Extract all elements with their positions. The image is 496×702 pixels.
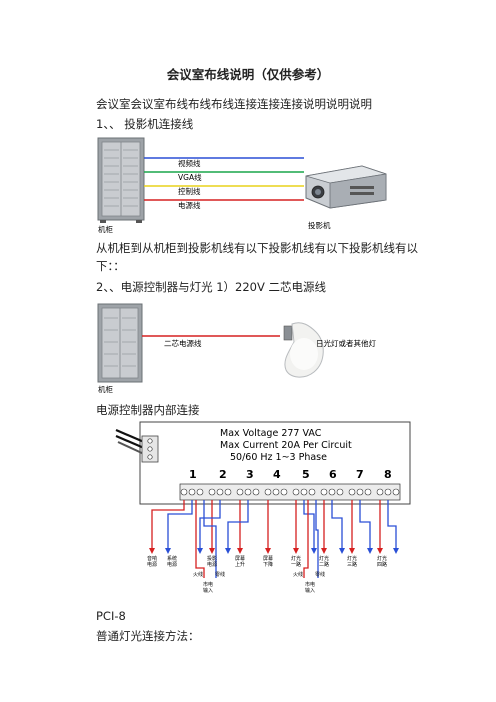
input-mains-2: 市电输入 (305, 581, 315, 594)
output-audio-power: 音响电源 (147, 555, 157, 568)
input-cable-icon (115, 428, 159, 463)
output-system-power: 系统电源 (167, 555, 177, 568)
output-light-3: 灯光三路 (347, 555, 357, 568)
channel-8: 8 (384, 468, 392, 481)
vga-line-label: VGA线 (178, 172, 202, 182)
wiring-lines (151, 500, 397, 578)
input-live-2: 火线 (293, 571, 303, 578)
output-light-1: 灯光一路 (291, 555, 301, 568)
video-line-label: 视频线 (178, 158, 201, 168)
projector-label: 投影机 (308, 220, 331, 230)
channel-4: 4 (273, 468, 281, 481)
cabinet-label: 机柜 (98, 224, 113, 234)
projector-icon (305, 165, 387, 209)
cabinet-icon (97, 303, 143, 383)
output-light-2: 灯光二路 (319, 555, 329, 568)
section-3-heading: 电源控制器内部连接 (96, 403, 200, 417)
power-controller-diagram: Max Voltage 277 VAC Max Current 20A Per … (115, 421, 411, 594)
spec-voltage: Max Voltage 277 VAC (220, 428, 322, 439)
lamp-label: 日光灯或者其他灯 (316, 338, 376, 348)
cabinet-icon (97, 137, 145, 223)
cabinet-label: 机柜 (98, 384, 113, 394)
power-line-label: 电源线 (178, 200, 201, 210)
two-core-line-label: 二芯电源线 (164, 338, 202, 348)
control-line-label: 控制线 (178, 186, 201, 196)
lighting-method-heading: 普通灯光连接方法： (96, 629, 200, 643)
input-neutral-1: 零线 (215, 571, 225, 578)
output-projector-power: 投影电源 (207, 555, 217, 568)
input-mains-1: 市电输入 (203, 581, 213, 594)
output-screen-up: 屏幕上升 (235, 555, 245, 568)
spec-frequency: 50/60 Hz 1~3 Phase (230, 452, 327, 463)
projector-wiring-figure: 视频线 VGA线 控制线 电源线 机柜 投影机 (97, 137, 387, 234)
page-title: 会议室布线说明（仅供参考） (166, 67, 330, 82)
output-arrows (149, 548, 399, 554)
spec-current: Max Current 20A Per Circuit (220, 440, 352, 451)
channel-5: 5 (302, 468, 310, 481)
channel-6: 6 (329, 468, 337, 481)
light-bulb-icon (283, 322, 324, 378)
input-live-1: 火线 (193, 571, 203, 578)
output-screen-down: 屏幕下降 (263, 555, 273, 568)
terminal-blocks (179, 483, 401, 501)
channel-1: 1 (189, 468, 197, 481)
channel-3: 3 (246, 468, 254, 481)
model-name: PCI-8 (96, 609, 126, 623)
section-1-heading: 1、、 投影机连接线 (96, 117, 194, 131)
section-2-heading: 2、、电源控制器与灯光 1）220V 二芯电源线 (96, 280, 327, 294)
paragraph-1b: 下：： (96, 259, 125, 273)
paragraph-1a: 从机柜到从机柜到投影机线有以下投影机线有以下投影机线有以 (96, 241, 418, 255)
channel-2: 2 (219, 468, 227, 481)
output-light-4: 灯光四路 (377, 555, 387, 568)
lamp-wiring-figure: 二芯电源线 日光灯或者其他灯 机柜 (97, 303, 376, 394)
channel-7: 7 (356, 468, 364, 481)
input-neutral-2: 零线 (315, 571, 325, 578)
intro-line: 会议室会议室布线布线布线连接连接连接说明说明说明 (96, 97, 372, 111)
